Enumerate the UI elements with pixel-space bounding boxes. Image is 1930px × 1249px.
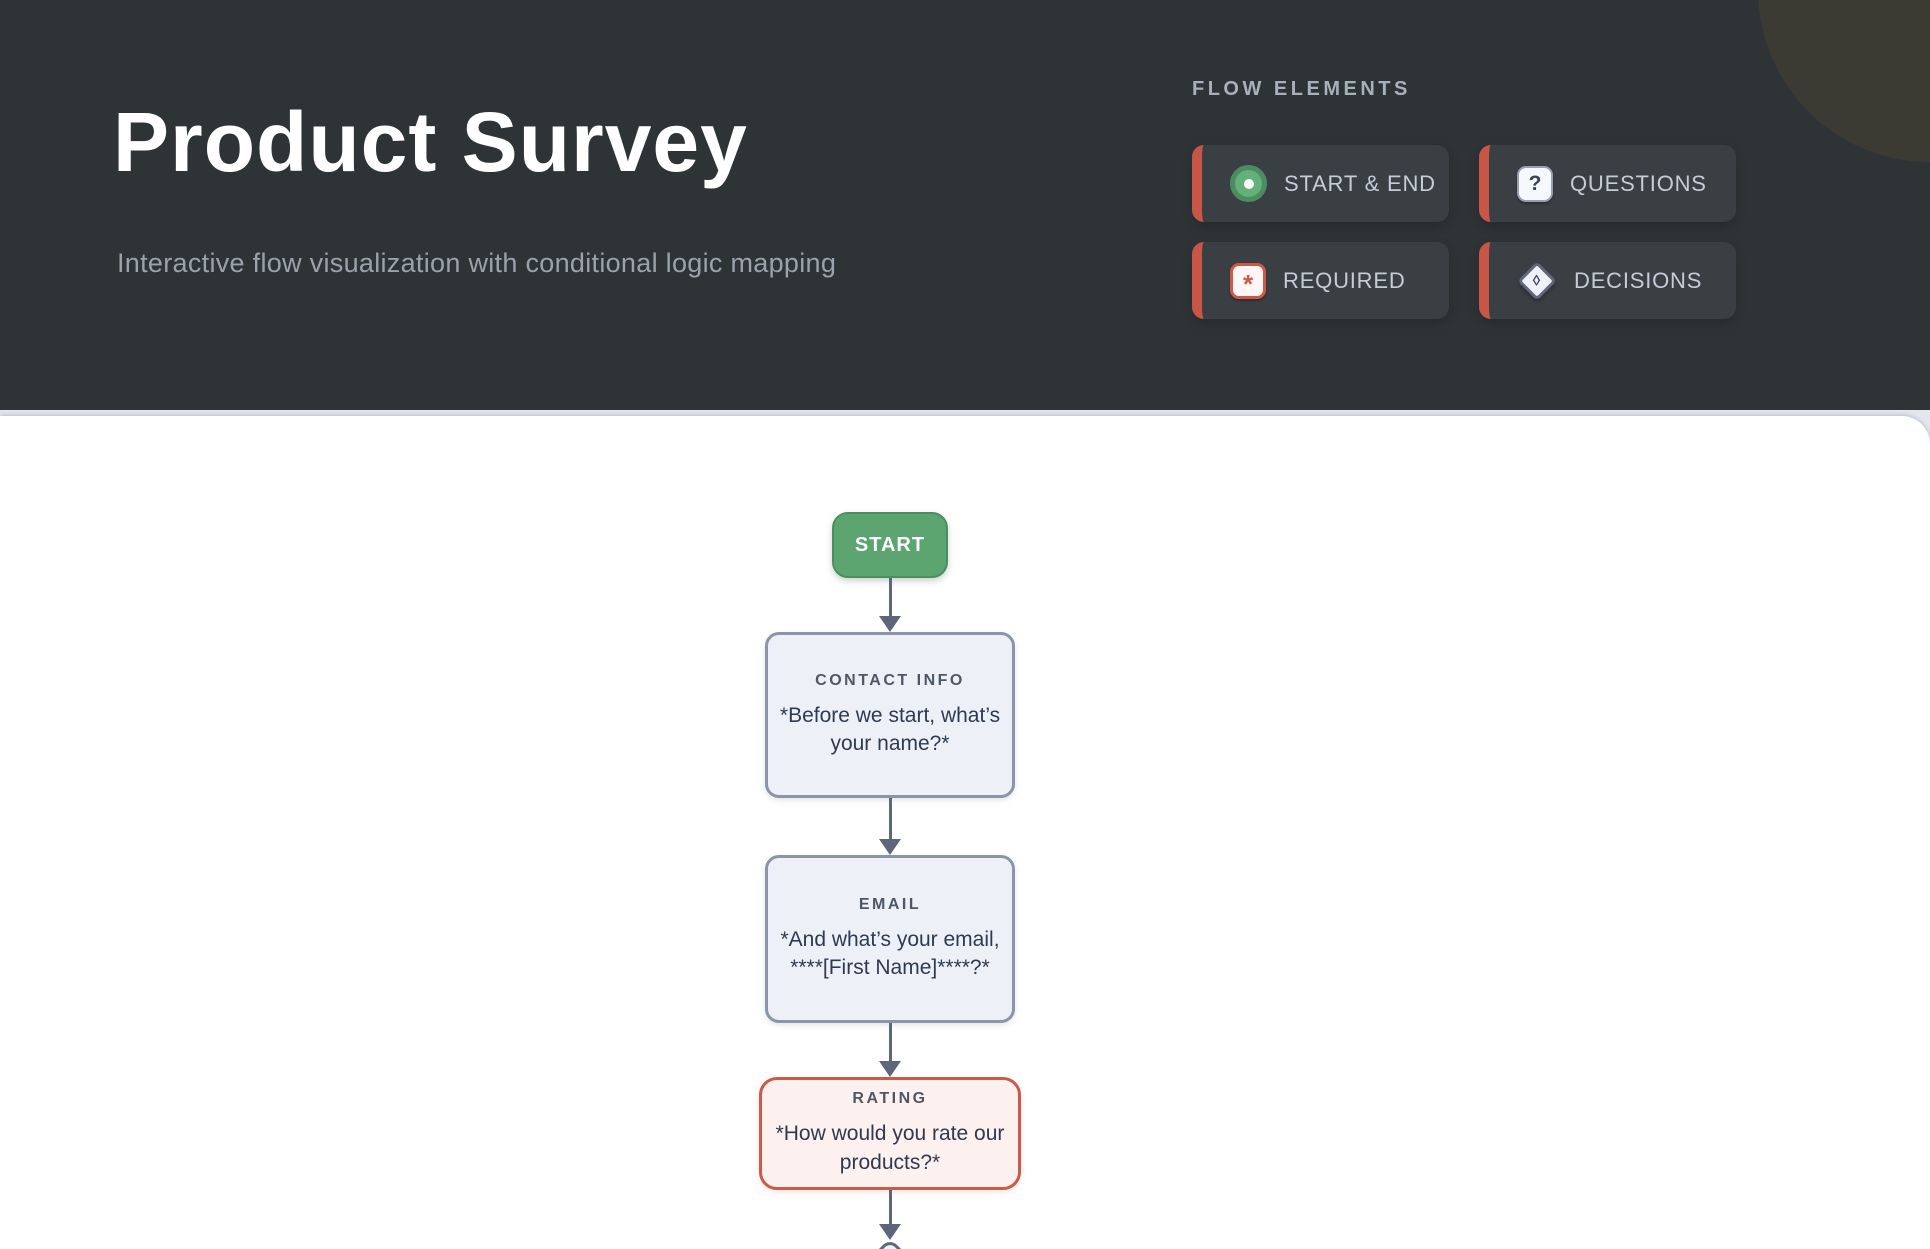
arrow-line: [888, 798, 892, 839]
legend-item-label: QUESTIONS: [1570, 170, 1707, 196]
node-question-text: *Before we start, what’s your name?*: [779, 703, 1001, 755]
connector-arrow: [879, 1190, 901, 1240]
page-title: Product Survey: [113, 95, 748, 189]
legend-item-label: REQUIRED: [1283, 267, 1406, 293]
flow-column: START CONTACT INFO *Before we start, wha…: [759, 512, 1021, 1249]
diamond-shape: ◊: [1517, 260, 1557, 301]
node-rating[interactable]: RATING *How would you rate our products?…: [759, 1077, 1021, 1190]
legend-title: FLOW ELEMENTS: [1192, 78, 1411, 100]
flow-canvas: START CONTACT INFO *Before we start, wha…: [0, 410, 1930, 1249]
legend-item-decisions: ◊ DECISIONS: [1479, 242, 1736, 319]
connector-arrow: [879, 578, 901, 632]
node-question-text: *And what’s your email, ****[First Name]…: [780, 927, 1000, 979]
legend-item-label: START & END: [1284, 170, 1436, 196]
node-email[interactable]: EMAIL *And what’s your email, ****[First…: [765, 855, 1015, 1023]
legend-item-label: DECISIONS: [1574, 267, 1703, 293]
legend-item-start-end: START & END: [1192, 145, 1449, 222]
legend-item-questions: ? QUESTIONS: [1479, 145, 1736, 222]
arrow-line: [888, 1023, 892, 1061]
node-label: RATING: [852, 1090, 928, 1108]
arrow-line: [888, 578, 892, 616]
legend-item-required: * REQUIRED: [1192, 242, 1449, 319]
legend-grid: START & END ? QUESTIONS * REQUIRED ◊ DEC…: [1192, 145, 1736, 319]
arrow-head-icon: [879, 616, 901, 632]
decision-diamond-icon: ◊: [1517, 260, 1557, 301]
required-asterisk-icon: *: [1230, 262, 1266, 299]
arrow-head-icon: [879, 1224, 901, 1240]
start-end-circle-icon: [1230, 165, 1267, 202]
start-node[interactable]: START: [832, 512, 948, 578]
connector-arrow: [879, 1023, 901, 1077]
circle-dot: [1243, 178, 1254, 189]
node-question-text: *How would you rate our products?*: [775, 1122, 1005, 1174]
header-decoration-circle: [1758, 0, 1930, 162]
question-mark-icon: ?: [1517, 165, 1553, 202]
node-label: EMAIL: [858, 895, 922, 913]
node-contact-info[interactable]: CONTACT INFO *Before we start, what’s yo…: [765, 632, 1015, 798]
arrow-head-icon: [879, 1061, 901, 1077]
canvas-sheet: START CONTACT INFO *Before we start, wha…: [0, 416, 1930, 1249]
flow-elements-legend: FLOW ELEMENTS START & END ? QUESTIONS * …: [1192, 78, 1736, 319]
arrow-line: [888, 1190, 892, 1224]
arrow-head-icon: [879, 839, 901, 855]
node-label: CONTACT INFO: [815, 671, 965, 689]
app-header: Product Survey Interactive flow visualiz…: [0, 0, 1930, 410]
page-subtitle: Interactive flow visualization with cond…: [117, 248, 837, 278]
connector-arrow: [879, 798, 901, 855]
diamond-glyph: ◊: [1533, 271, 1541, 289]
